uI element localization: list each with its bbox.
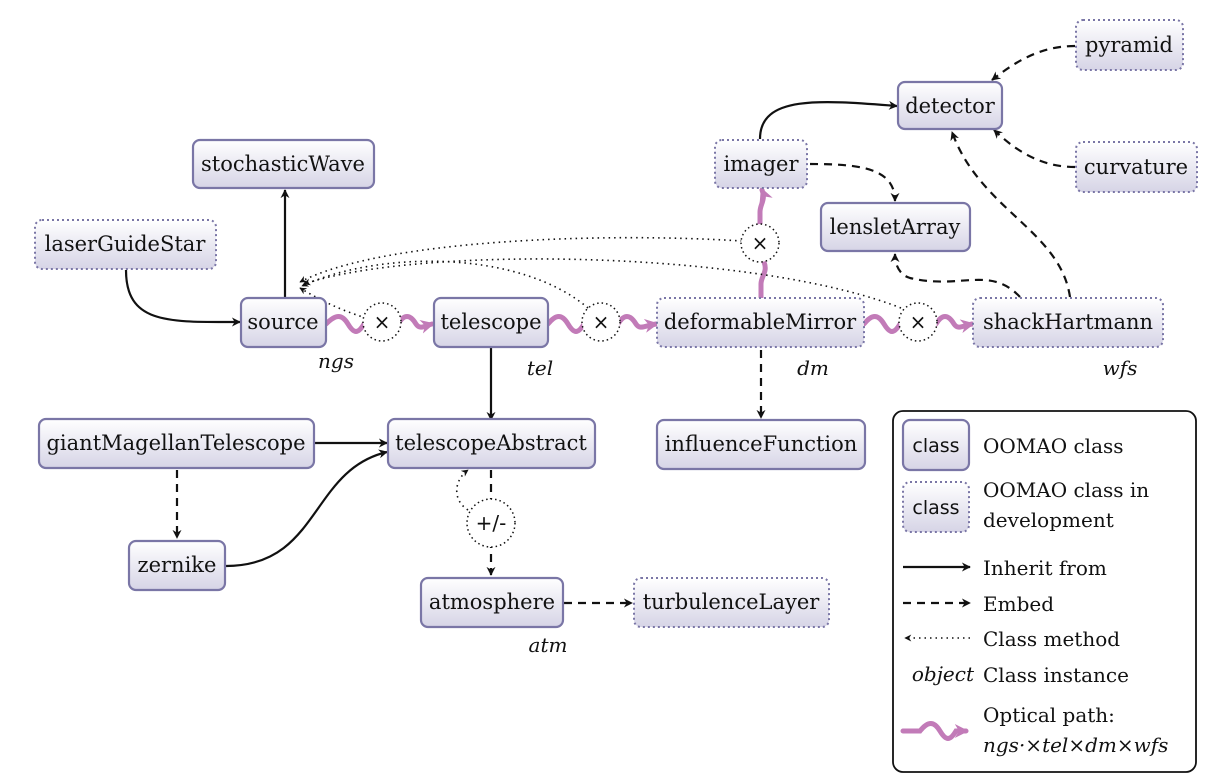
inherit-edges <box>124 100 898 568</box>
nodes: pyramid detector imager curvature stocha… <box>34 19 1198 629</box>
method-arc-op4 <box>299 236 743 283</box>
operator-times-3: × <box>898 302 938 342</box>
node-lensletarray-label: lensletArray <box>830 215 961 239</box>
operator-times-1: × <box>362 302 402 342</box>
node-zernike-label: zernike <box>138 553 217 577</box>
operator-times-2: × <box>581 302 621 342</box>
node-deformablemirror-label: deformableMirror <box>664 310 857 334</box>
node-pyramid-label: pyramid <box>1085 33 1173 57</box>
legend-method-item: Class method <box>904 627 1120 651</box>
operator-times-3-label: × <box>910 310 927 334</box>
operator-times-2-label: × <box>593 310 610 334</box>
node-telescope: telescope <box>432 296 550 349</box>
class-method-arcs <box>299 236 907 511</box>
node-curvature-label: curvature <box>1084 155 1188 179</box>
operator-plus-minus: +/- <box>466 498 516 548</box>
node-telescopeabstract-label: telescopeAbstract <box>395 431 587 455</box>
node-stochasticwave: stochasticWave <box>191 138 376 190</box>
legend-optical-line1: Optical path: <box>983 703 1115 727</box>
instance-dm: dm <box>797 356 829 380</box>
optical-path-op3-to-wfs <box>933 314 975 334</box>
legend-object-word: object <box>912 662 975 686</box>
node-zernike: zernike <box>127 539 227 592</box>
instance-tel: tel <box>527 356 553 380</box>
operator-times-1-label: × <box>374 310 391 334</box>
optical-path-telescope-to-op2 <box>545 314 587 334</box>
node-source-label: source <box>247 310 318 334</box>
optical-path <box>323 187 975 334</box>
node-detector-label: detector <box>905 94 996 118</box>
instance-labels: ngs tel dm wfs atm <box>318 349 1137 657</box>
legend-dev-box-label: class <box>912 497 959 519</box>
edge-pyramid-embed-detector <box>991 44 1076 81</box>
legend-embed-item: Embed <box>903 592 1054 616</box>
node-imager: imager <box>714 139 808 189</box>
node-atmosphere: atmosphere <box>419 576 565 629</box>
legend-dev-item: class OOMAO class in development <box>902 478 1149 533</box>
optical-path-dm-to-op4 <box>758 259 768 300</box>
legend-instance-item: object Class instance <box>912 662 1129 687</box>
node-laserguidestar: laserGuideStar <box>34 219 217 270</box>
node-pyramid: pyramid <box>1075 19 1184 71</box>
legend-optical-line2: ngs·×tel×dm×wfs <box>983 733 1168 757</box>
node-giantmagellantelescope-label: giantMagellanTelescope <box>46 431 305 455</box>
node-imager-label: imager <box>723 152 799 176</box>
legend-optical-item: Optical path: ngs·×tel×dm×wfs <box>900 703 1168 757</box>
optical-path-op4-to-imager <box>757 187 773 229</box>
legend-embed-label: Embed <box>983 592 1054 616</box>
optical-path-op1-to-telescope <box>395 314 435 334</box>
node-source: source <box>239 296 328 349</box>
operator-times-4-label: × <box>752 231 769 255</box>
instance-atm: atm <box>529 633 568 657</box>
instance-wfs: wfs <box>1103 356 1138 380</box>
node-influencefunction: influenceFunction <box>655 418 867 471</box>
legend-dev-line2: development <box>983 508 1114 532</box>
edge-curvature-embed-detector <box>993 129 1076 169</box>
node-detector: detector <box>896 80 1004 131</box>
edge-shack-embed-lenslet <box>890 253 1021 298</box>
node-deformablemirror: deformableMirror <box>656 297 865 348</box>
legend-oomao-class: OOMAO class <box>983 434 1124 458</box>
legend-method-label: Class method <box>983 627 1120 651</box>
edge-imager-inherits-detector <box>758 100 898 140</box>
edge-zernike-inherits-abstract <box>225 449 388 568</box>
edge-imager-embed-lenslet <box>809 162 900 202</box>
legend-class-box-label: class <box>912 435 959 457</box>
node-turbulencelayer-label: turbulenceLayer <box>643 590 821 614</box>
legend-instance-label: Class instance <box>983 663 1129 687</box>
node-telescopeabstract: telescopeAbstract <box>386 417 597 470</box>
node-influencefunction-label: influenceFunction <box>665 432 858 456</box>
node-turbulencelayer: turbulenceLayer <box>633 577 830 628</box>
optical-path-dm-to-op3 <box>861 314 903 334</box>
embed-edges <box>172 44 1076 608</box>
operator-times-4: × <box>740 223 780 263</box>
legend-dev-line1: OOMAO class in <box>983 478 1149 502</box>
optical-path-source-to-op1 <box>323 314 367 334</box>
node-atmosphere-label: atmosphere <box>429 590 555 614</box>
legend-inherit-label: Inherit from <box>983 556 1107 580</box>
edge-lgs-inherits-source <box>124 269 241 327</box>
legend-inherit-item: Inherit from <box>903 556 1107 580</box>
node-shackhartmann-label: shackHartmann <box>983 310 1153 334</box>
node-curvature: curvature <box>1075 141 1198 193</box>
instance-ngs: ngs <box>318 349 354 373</box>
node-stochasticwave-label: stochasticWave <box>201 152 365 176</box>
node-shackhartmann: shackHartmann <box>972 297 1164 348</box>
node-lensletarray: lensletArray <box>819 201 972 253</box>
legend: class OOMAO class class OOMAO class in d… <box>892 410 1197 773</box>
legend-class-item: class OOMAO class <box>901 418 1124 472</box>
method-arc-op1 <box>299 287 367 319</box>
node-giantmagellantelescope: giantMagellanTelescope <box>37 417 316 470</box>
method-arc-plusminus <box>455 469 469 511</box>
operator-plus-minus-label: +/- <box>476 511 507 535</box>
node-telescope-label: telescope <box>440 310 541 334</box>
node-laserguidestar-label: laserGuideStar <box>45 232 207 256</box>
optical-path-op2-to-dm <box>615 314 659 333</box>
operators: × × × × +/- <box>362 223 938 548</box>
